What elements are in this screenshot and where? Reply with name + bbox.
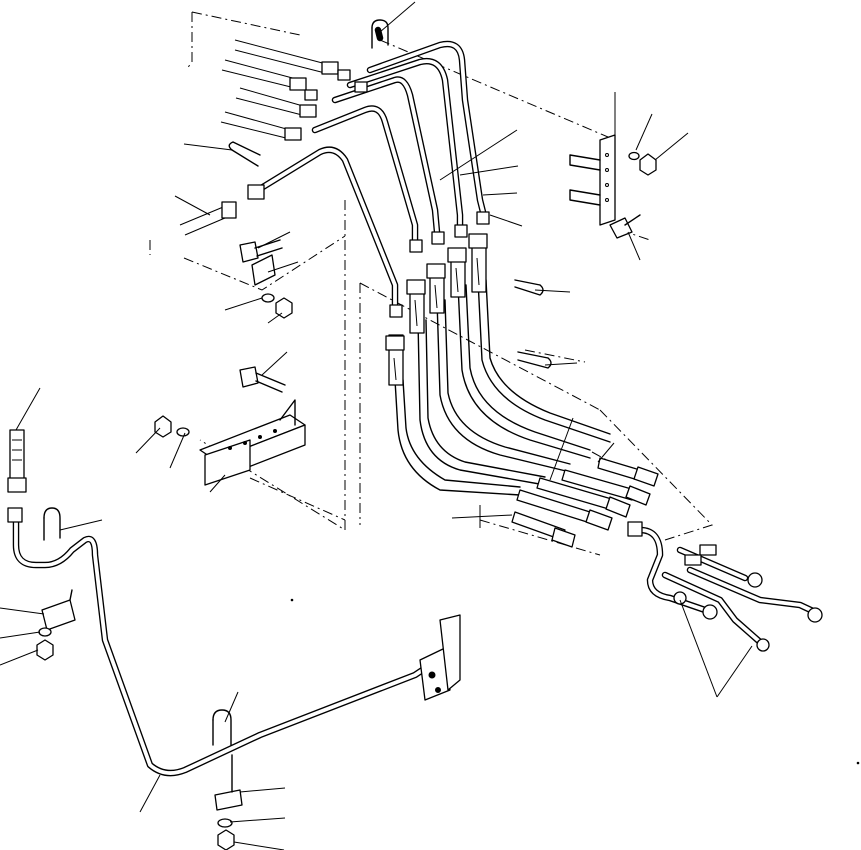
- hose-fitting: [426, 263, 446, 314]
- washer: [261, 293, 275, 303]
- u-bolts: [43, 19, 552, 746]
- bolt: [609, 214, 641, 239]
- stray-dot: [290, 598, 294, 602]
- lower-steel-pipe: [12, 511, 434, 777]
- hose-fitting: [597, 457, 659, 487]
- clamp-bracket-left: [41, 589, 76, 631]
- hose-fitting: [536, 477, 631, 518]
- upper-steel-pipe-bundle: [254, 26, 487, 309]
- u-bolt-left: [228, 141, 261, 167]
- u-bolt-right-upper: [514, 279, 544, 296]
- u-bolt-right-lower: [517, 351, 552, 369]
- stray-dot: [856, 761, 860, 765]
- fasteners: [7, 151, 657, 850]
- hose-fitting: [385, 334, 405, 386]
- nut: [217, 829, 235, 850]
- right-side-pipes: [627, 521, 823, 652]
- long-bolt: [7, 429, 27, 493]
- bracket-right: [569, 134, 616, 226]
- u-bolt-bottom: [212, 709, 232, 746]
- nut: [7, 507, 23, 523]
- bolt: [239, 239, 283, 263]
- hose-fitting: [561, 469, 651, 506]
- hose-fitting: [511, 511, 576, 548]
- nut: [154, 415, 172, 438]
- nut: [639, 153, 657, 176]
- hose-fitting: [516, 489, 613, 531]
- hose-fittings-lower: [511, 457, 659, 548]
- clamp-bracket-bottom: [214, 754, 243, 811]
- hose-fitting: [468, 233, 488, 293]
- left-hose-stub: [179, 184, 265, 236]
- bracket-left: [251, 254, 276, 286]
- washer: [38, 627, 52, 637]
- washer: [217, 818, 233, 828]
- leader-lines: [0, 1, 753, 850]
- flexible-hoses: [394, 279, 611, 496]
- brackets: [41, 134, 616, 811]
- hose-fittings-upper: [385, 211, 490, 386]
- hose-fitting: [447, 247, 467, 298]
- nut: [275, 297, 293, 319]
- nut: [36, 639, 54, 661]
- washer: [176, 427, 190, 437]
- support-bracket: [199, 399, 306, 486]
- u-bolt-lower-left: [43, 507, 61, 541]
- washer: [628, 151, 640, 161]
- pipe-end-block: [419, 614, 461, 701]
- assembly-guide-lines: [149, 11, 713, 556]
- top-left-hose-stubs: [220, 39, 368, 141]
- bolt: [239, 366, 286, 393]
- hose-fitting: [406, 279, 426, 334]
